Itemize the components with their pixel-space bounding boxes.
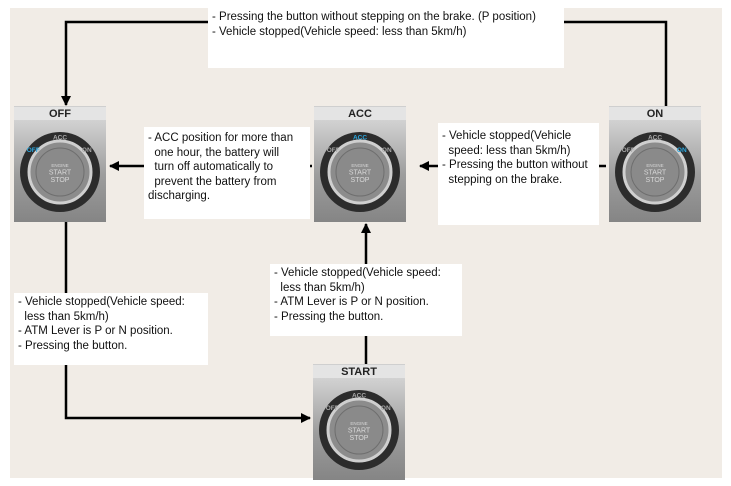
button-face [334,405,384,455]
note-on-to-acc: - Vehicle stopped(Vehicle speed: less th… [438,123,599,225]
ring-label: OFF [27,147,40,154]
ring-label: OFF [326,405,339,412]
button-text: START [49,170,72,177]
note-on-to-off: - Pressing the button without stepping o… [208,8,564,68]
ring-label: OFF [622,147,635,154]
note-line: turn off automatically to [148,161,274,174]
button-text: START [349,170,372,177]
button-text: STOP [646,177,665,184]
note-line: - Vehicle stopped(Vehicle speed: less th… [212,25,467,38]
ring-label: ON [382,147,392,154]
ring-label: ON [677,147,687,154]
note-line: less than 5km/h) [274,281,365,294]
note-line: - Pressing the button without stepping o… [212,11,536,23]
state-label-on: ON [609,106,701,121]
note-line: one hour, the battery will [148,146,280,159]
note-line: - Pressing the button. [18,339,128,352]
note-line: speed: less than 5km/h) [442,144,571,157]
state-label-start: START [313,364,405,379]
arrow-off-to-start [64,222,311,423]
ring-label: ACC [53,135,67,142]
button-face [35,147,85,197]
button-text: ENGINE [51,163,68,168]
button-text: STOP [350,435,369,442]
note-acc-to-off: - ACC position for more than one hour, t… [144,127,310,219]
state-label-off: OFF [14,106,106,121]
ring-label: ACC [352,393,366,400]
ring-label: ON [82,147,92,154]
note-line: - Vehicle stopped(Vehicle [442,130,572,142]
note-start-to-acc: - Vehicle stopped(Vehicle speed: less th… [270,264,462,336]
button-text: STOP [51,177,70,184]
button-face [335,147,385,197]
note-line: - ACC position for more than [148,132,294,144]
button-text: ENGINE [351,163,368,168]
button-text: START [644,170,667,177]
ring-label: OFF [327,147,340,154]
button-text: ENGINE [350,421,367,426]
note-line: - ATM Lever is P or N position. [274,296,429,309]
ring-label: ON [381,405,391,412]
note-line: stepping on the brake. [442,173,563,186]
button-text: STOP [351,177,370,184]
note-line: - Vehicle stopped(Vehicle speed: [274,267,441,279]
note-line: - Vehicle stopped(Vehicle speed: [18,296,185,308]
button-face [630,147,680,197]
note-line: - Pressing the button without [442,159,588,172]
button-text: START [348,428,371,435]
note-line: - ATM Lever is P or N position. [18,325,173,338]
note-line: discharging. [148,190,211,203]
ring-label: ACC [353,135,367,142]
note-line: - Pressing the button. [274,310,384,323]
note-off-to-start: - Vehicle stopped(Vehicle speed: less th… [14,293,208,365]
button-text: ENGINE [646,163,663,168]
ring-label: ACC [648,135,662,142]
note-line: prevent the battery from [148,175,277,188]
note-line: less than 5km/h) [18,310,109,323]
state-label-acc: ACC [314,106,406,121]
